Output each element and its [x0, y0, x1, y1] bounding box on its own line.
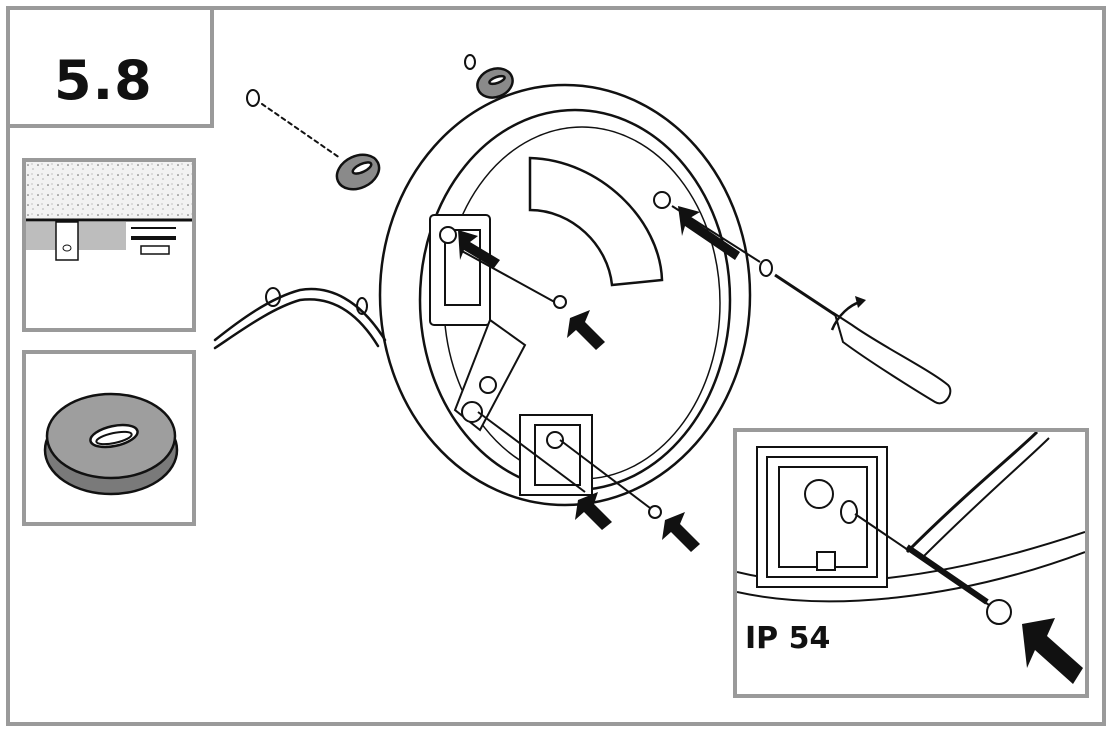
gasket-panel	[22, 350, 196, 526]
ip-rating-label: IP 54	[745, 621, 831, 656]
ceiling-section-panel	[22, 158, 196, 332]
ip54-inset-panel	[733, 428, 1089, 698]
oval-gasket-grommet-icon	[43, 392, 179, 496]
push-arrow-icon	[1022, 618, 1083, 684]
step-number-box: 5.8	[6, 6, 214, 128]
step-number: 5.8	[54, 49, 153, 112]
inset-detail-diagram	[737, 432, 1085, 684]
push-arrow-icon	[458, 206, 740, 552]
ceiling-section-diagram	[26, 162, 192, 261]
